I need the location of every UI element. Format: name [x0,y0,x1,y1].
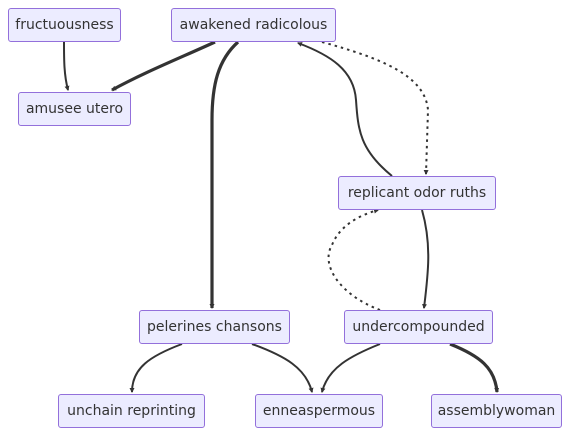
node-unchain-reprinting[interactable]: unchain reprinting [58,394,205,428]
edge-awakened-to-amusee [111,40,216,92]
edge-fructuousness-to-amusee [63,41,70,91]
edge-undercompounded-to-assemblywoman [449,342,500,393]
node-enneaspermous[interactable]: enneaspermous [255,394,383,428]
node-undercompounded[interactable]: undercompounded [344,310,493,344]
edge-undercompounded-to-enneaspermous [320,343,381,393]
edge-pelerines-to-enneaspermous [251,343,314,393]
edge-replicant-to-undercompounded [421,209,430,309]
node-pelerines-chansons[interactable]: pelerines chansons [139,310,290,344]
edge-replicant-to-awakened [297,42,393,177]
node-amusee-utero[interactable]: amusee utero [18,92,131,126]
node-awakened-radicolous[interactable]: awakened radicolous [171,8,336,42]
node-assemblywoman[interactable]: assemblywoman [431,394,562,428]
edge-undercompounded-to-replicant [327,208,381,311]
node-fructuousness[interactable]: fructuousness [8,8,121,42]
edge-pelerines-to-unchain [129,343,183,393]
edge-awakened-to-pelerines [209,40,240,309]
node-replicant-odor-ruths[interactable]: replicant odor ruths [338,176,496,210]
edge-awakened-to-replicant [321,41,430,175]
